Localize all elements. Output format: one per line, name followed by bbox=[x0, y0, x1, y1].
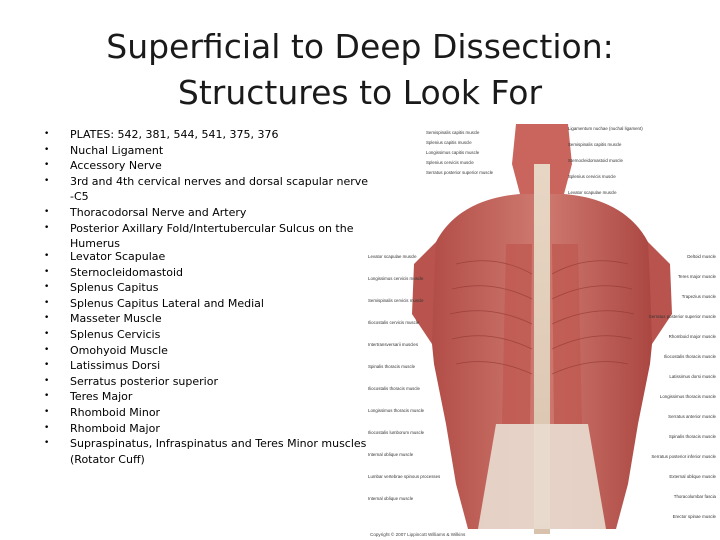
figure-label: Semispinalis cervicis muscle bbox=[368, 298, 424, 303]
figure-label: Latissimus dorsi muscle bbox=[669, 374, 716, 379]
figure-label: Splenius capitis muscle bbox=[426, 140, 472, 145]
figure-label: Lumbar vertebrae spinous processes bbox=[368, 474, 441, 479]
list-item: Serratus posterior superior bbox=[44, 374, 370, 390]
figure-label: Ligamentum nuchae (nuchal ligament) bbox=[568, 126, 643, 131]
list-item: Splenus Capitus bbox=[44, 280, 370, 296]
title-line-1: Superficial to Deep Dissection: bbox=[106, 27, 614, 66]
list-item: 3rd and 4th cervical nerves and dorsal s… bbox=[44, 174, 370, 205]
figure-label: Splenius cervicis muscle bbox=[426, 160, 474, 165]
figure-label: Deltoid muscle bbox=[687, 254, 716, 259]
figure-label: Teres major muscle bbox=[678, 274, 717, 279]
figure-label: Trapezius muscle bbox=[682, 294, 717, 299]
figure-label: Iliocostalis cervicis muscle bbox=[368, 320, 420, 325]
list-item: Omohyoid Muscle bbox=[44, 343, 370, 359]
figure-label: Longissimus cervicis muscle bbox=[368, 276, 424, 281]
figure-label: Longissimus thoracis muscle bbox=[660, 394, 717, 399]
figure-label: Splenius cervicis muscle bbox=[568, 174, 616, 179]
list-item: Masseter Muscle bbox=[44, 311, 370, 327]
page-title: Superficial to Deep Dissection: Structur… bbox=[70, 24, 650, 116]
list-item: PLATES: 542, 381, 544, 541, 375, 376 bbox=[44, 127, 370, 143]
figure-label: Internal oblique muscle bbox=[368, 496, 414, 501]
list-item: Teres Major bbox=[44, 389, 370, 405]
figure-label: Longissimus capitis muscle bbox=[426, 150, 480, 155]
list-item: Rhomboid Major bbox=[44, 421, 370, 437]
figure-label: Iliocostalis thoracis muscle bbox=[664, 354, 717, 359]
list-item: Levator Scapulae bbox=[44, 249, 370, 265]
figure-label: Levator scapulae muscle bbox=[568, 190, 617, 195]
list-item: Latissimus Dorsi bbox=[44, 358, 370, 374]
list-item: Nuchal Ligament bbox=[44, 143, 370, 159]
figure-label: Thoracolumbar fascia bbox=[674, 494, 717, 499]
figure-label: Rhomboid major muscle bbox=[669, 334, 717, 339]
figure-label: Spinalis thoracis muscle bbox=[669, 434, 717, 439]
figure-label: Semispinalis capitis muscle bbox=[568, 142, 622, 147]
figure-label: Spinalis thoracis muscle bbox=[368, 364, 416, 369]
figure-label: Serratus posterior superior muscle bbox=[426, 170, 494, 175]
figure-label: Longissimus thoracis muscle bbox=[368, 408, 425, 413]
figure-label: Levator scapulae muscle bbox=[368, 254, 417, 259]
figure-label: Sternocleidomastoid muscle bbox=[568, 158, 623, 163]
title-line-2: Structures to Look For bbox=[177, 73, 543, 112]
list-item: Thoracodorsal Nerve and Artery bbox=[44, 205, 370, 221]
figure-label: Serratus posterior superior muscle bbox=[649, 314, 717, 319]
figure-label: Iliocostalis lumborum muscle bbox=[368, 430, 425, 435]
structures-list-muscles: Levator ScapulaeSternocleidomastoidSplen… bbox=[44, 249, 370, 467]
list-item: Accessory Nerve bbox=[44, 158, 370, 174]
list-item: Sternocleidomastoid bbox=[44, 265, 370, 281]
structures-list-primary: PLATES: 542, 381, 544, 541, 375, 376Nuch… bbox=[44, 127, 370, 252]
figure-label: Serratus anterior muscle bbox=[668, 414, 716, 419]
list-item: Posterior Axillary Fold/Intertubercular … bbox=[44, 221, 370, 252]
figure-label: Internal oblique muscle bbox=[368, 452, 414, 457]
figure-label: Iliocostalis thoracis muscle bbox=[368, 386, 421, 391]
figure-label: Semispinalis capitis muscle bbox=[426, 130, 480, 135]
torso-figure bbox=[412, 124, 672, 534]
illustration-copyright: Copyright © 2007 Lippincott Williams & W… bbox=[370, 531, 466, 537]
figure-label: Serratus posterior inferior muscle bbox=[651, 454, 716, 459]
figure-label: Erector spinae muscle bbox=[673, 514, 717, 519]
list-item: Supraspinatus, Infraspinatus and Teres M… bbox=[44, 436, 370, 467]
list-item: Rhomboid Minor bbox=[44, 405, 370, 421]
figure-label: External oblique muscle bbox=[669, 474, 716, 479]
figure-label: Intertransversarii muscles bbox=[368, 342, 419, 347]
list-item: Splenus Cervicis bbox=[44, 327, 370, 343]
list-item: Splenus Capitus Lateral and Medial bbox=[44, 296, 370, 312]
